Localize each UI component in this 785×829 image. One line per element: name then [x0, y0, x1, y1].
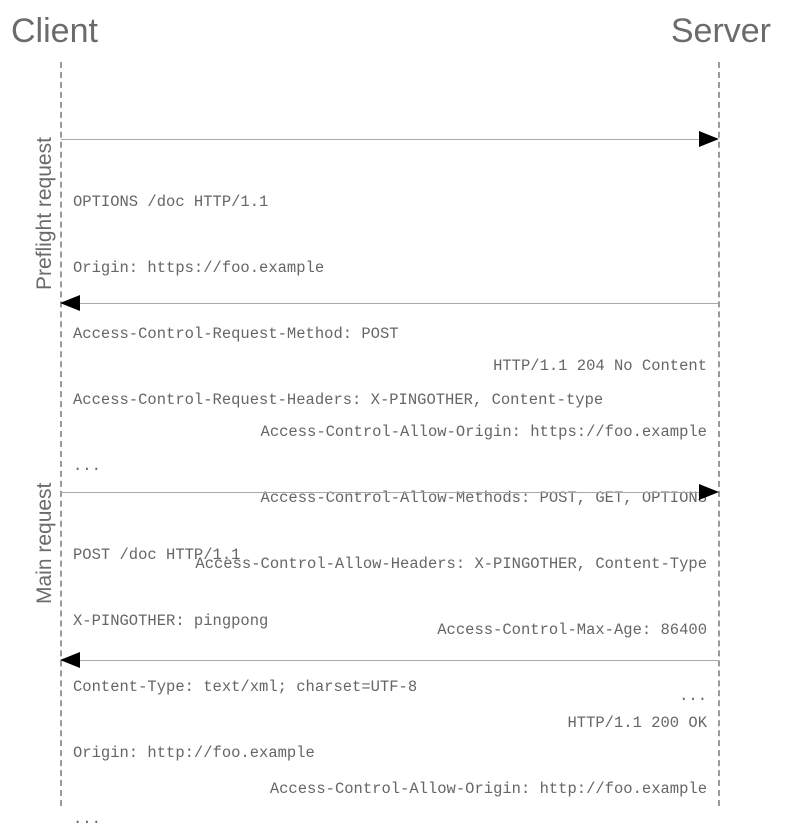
http-line: HTTP/1.1 204 No Content: [493, 357, 707, 375]
http-line: Access-Control-Allow-Headers: X-PINGOTHE…: [195, 555, 707, 573]
lifeline-server: [718, 62, 720, 806]
lifeline-client: [60, 62, 62, 806]
message-text-main-response: HTTP/1.1 200 OK Access-Control-Allow-Ori…: [270, 668, 707, 829]
http-line: ...: [73, 810, 101, 828]
http-line: HTTP/1.1 200 OK: [567, 714, 707, 732]
http-line: Access-Control-Request-Headers: X-PINGOT…: [73, 391, 604, 409]
section-label-main-request-text: Main request: [33, 482, 56, 604]
http-line: Content-Type: text/xml; charset=UTF-8: [73, 678, 418, 696]
message-text-main-request: POST /doc HTTP/1.1 X-PINGOTHER: pingpong…: [73, 500, 417, 829]
message-text-preflight-request: OPTIONS /doc HTTP/1.1 Origin: https://fo…: [73, 147, 603, 521]
actor-label-client: Client: [11, 12, 98, 50]
http-line: Origin: https://foo.example: [73, 259, 325, 277]
http-line: ...: [73, 457, 101, 475]
http-line: OPTIONS /doc HTTP/1.1: [73, 193, 269, 211]
http-line: Access-Control-Allow-Origin: https://foo…: [260, 423, 707, 441]
http-line: Origin: http://foo.example: [73, 744, 315, 762]
http-line: POST /doc HTTP/1.1: [73, 546, 241, 564]
arrow-line-main-request: [61, 492, 699, 493]
message-text-preflight-response: HTTP/1.1 204 No Content Access-Control-A…: [195, 311, 707, 751]
arrow-head-right-icon: [699, 131, 719, 147]
http-line: Access-Control-Max-Age: 86400: [437, 621, 707, 639]
http-line: Access-Control-Request-Method: POST: [73, 325, 399, 343]
section-label-preflight-request-text: Preflight request: [33, 137, 56, 290]
actor-label-server: Server: [670, 12, 771, 50]
http-line: X-PINGOTHER: pingpong: [73, 612, 269, 630]
arrow-head-right-icon: [699, 484, 719, 500]
http-line: Access-Control-Allow-Methods: POST, GET,…: [260, 489, 707, 507]
arrow-head-left-icon: [60, 295, 80, 311]
arrow-line-preflight-request: [61, 139, 699, 140]
http-line: Access-Control-Allow-Origin: http://foo.…: [269, 780, 707, 798]
http-line: ...: [679, 687, 707, 705]
arrow-head-left-icon: [60, 652, 80, 668]
arrow-line-main-response: [80, 660, 718, 661]
arrow-line-preflight-response: [80, 303, 718, 304]
